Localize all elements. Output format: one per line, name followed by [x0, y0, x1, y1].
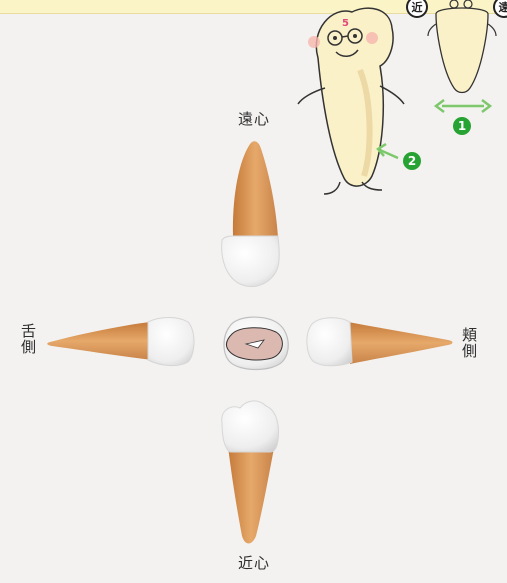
tooth-buccal-view	[307, 318, 453, 366]
pointer-arrow-icon	[378, 144, 398, 158]
marker-two: 2	[403, 152, 421, 170]
mascot-tooth-number: 5	[342, 18, 349, 29]
mascot-large	[298, 8, 404, 194]
tooth-lingual-view	[47, 318, 194, 366]
label-buccal: 頬側	[461, 327, 476, 359]
mascot-small	[428, 0, 496, 93]
tooth-distal-view	[222, 141, 280, 286]
tooth-mesial-view	[222, 401, 279, 544]
label-distal: 遠心	[238, 112, 270, 127]
double-arrow-icon	[436, 100, 490, 112]
tooth-occlusal-view	[224, 317, 288, 369]
label-lingual: 舌側	[20, 323, 35, 355]
label-mesial: 近心	[238, 556, 270, 571]
marker-one: 1	[453, 117, 471, 135]
